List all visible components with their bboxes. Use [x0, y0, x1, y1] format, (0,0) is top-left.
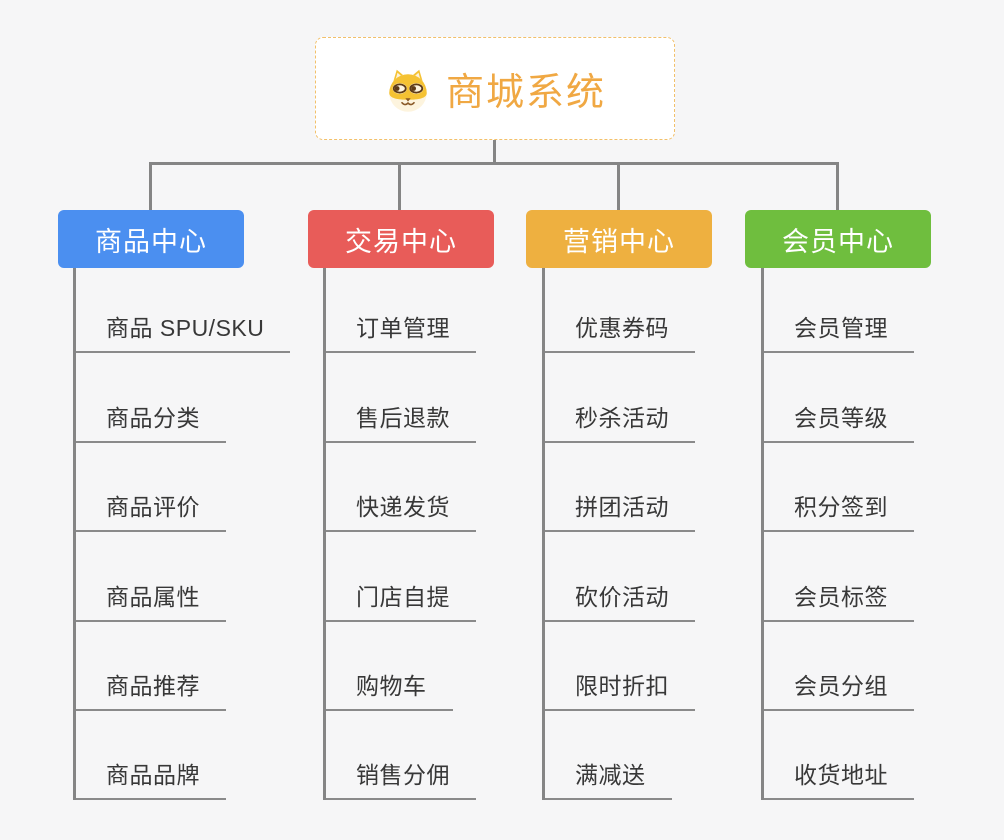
branch-items-marketing: 优惠券码 秒杀活动 拼团活动 砍价活动 限时折扣 满减送 [542, 268, 785, 800]
root-label: 商城系统 [445, 72, 606, 114]
leaf-node[interactable]: 砍价活动 [545, 584, 695, 622]
branch-node-trade-center[interactable]: 交易中心 [308, 210, 494, 268]
leaf-node[interactable]: 商品属性 [76, 584, 226, 622]
shiba-dog-icon [389, 69, 427, 112]
branch-node-marketing-center[interactable]: 营销中心 [526, 210, 712, 268]
leaf-node[interactable]: 优惠券码 [545, 315, 695, 353]
leaf-node[interactable]: 快递发货 [326, 494, 476, 532]
branch-label: 商品中心 [95, 226, 207, 257]
connector-drop-branch-2 [398, 162, 401, 210]
leaf-node[interactable]: 购物车 [326, 673, 453, 711]
leaf-node[interactable]: 商品品牌 [76, 762, 226, 800]
leaf-node[interactable]: 会员管理 [764, 315, 914, 353]
connector-root-drop [493, 140, 496, 164]
leaf-node[interactable]: 会员标签 [764, 584, 914, 622]
leaf-node[interactable]: 订单管理 [326, 315, 476, 353]
connector-bus [149, 162, 839, 165]
leaf-node[interactable]: 商品评价 [76, 494, 226, 532]
leaf-node[interactable]: 商品 SPU/SKU [76, 315, 291, 353]
branch-node-member-center[interactable]: 会员中心 [745, 210, 931, 268]
leaf-node[interactable]: 拼团活动 [545, 494, 695, 532]
branch-items-member: 会员管理 会员等级 积分签到 会员标签 会员分组 收货地址 [761, 268, 1004, 800]
leaf-node[interactable]: 会员分组 [764, 673, 914, 711]
connector-drop-branch-1 [149, 162, 152, 210]
leaf-node[interactable]: 收货地址 [764, 762, 914, 800]
leaf-node[interactable]: 商品推荐 [76, 673, 226, 711]
leaf-node[interactable]: 限时折扣 [545, 673, 695, 711]
branch-items-trade: 订单管理 售后退款 快递发货 门店自提 购物车 销售分佣 [323, 268, 566, 800]
leaf-node[interactable]: 秒杀活动 [545, 405, 695, 443]
leaf-node[interactable]: 门店自提 [326, 584, 476, 622]
leaf-node[interactable]: 满减送 [545, 762, 672, 800]
branch-items-product: 商品 SPU/SKU 商品分类 商品评价 商品属性 商品推荐 商品品牌 [73, 268, 316, 800]
branch-label: 交易中心 [345, 226, 457, 257]
leaf-node[interactable]: 销售分佣 [326, 762, 476, 800]
leaf-node[interactable]: 商品分类 [76, 405, 226, 443]
connector-drop-branch-4 [836, 162, 839, 210]
branch-label: 会员中心 [782, 226, 894, 257]
leaf-node[interactable]: 售后退款 [326, 405, 476, 443]
connector-drop-branch-3 [617, 162, 620, 210]
branch-node-product-center[interactable]: 商品中心 [58, 210, 244, 268]
leaf-node[interactable]: 会员等级 [764, 405, 914, 443]
root-node[interactable]: 商城系统 [315, 37, 675, 140]
leaf-node[interactable]: 积分签到 [764, 494, 914, 532]
branch-label: 营销中心 [563, 226, 675, 257]
